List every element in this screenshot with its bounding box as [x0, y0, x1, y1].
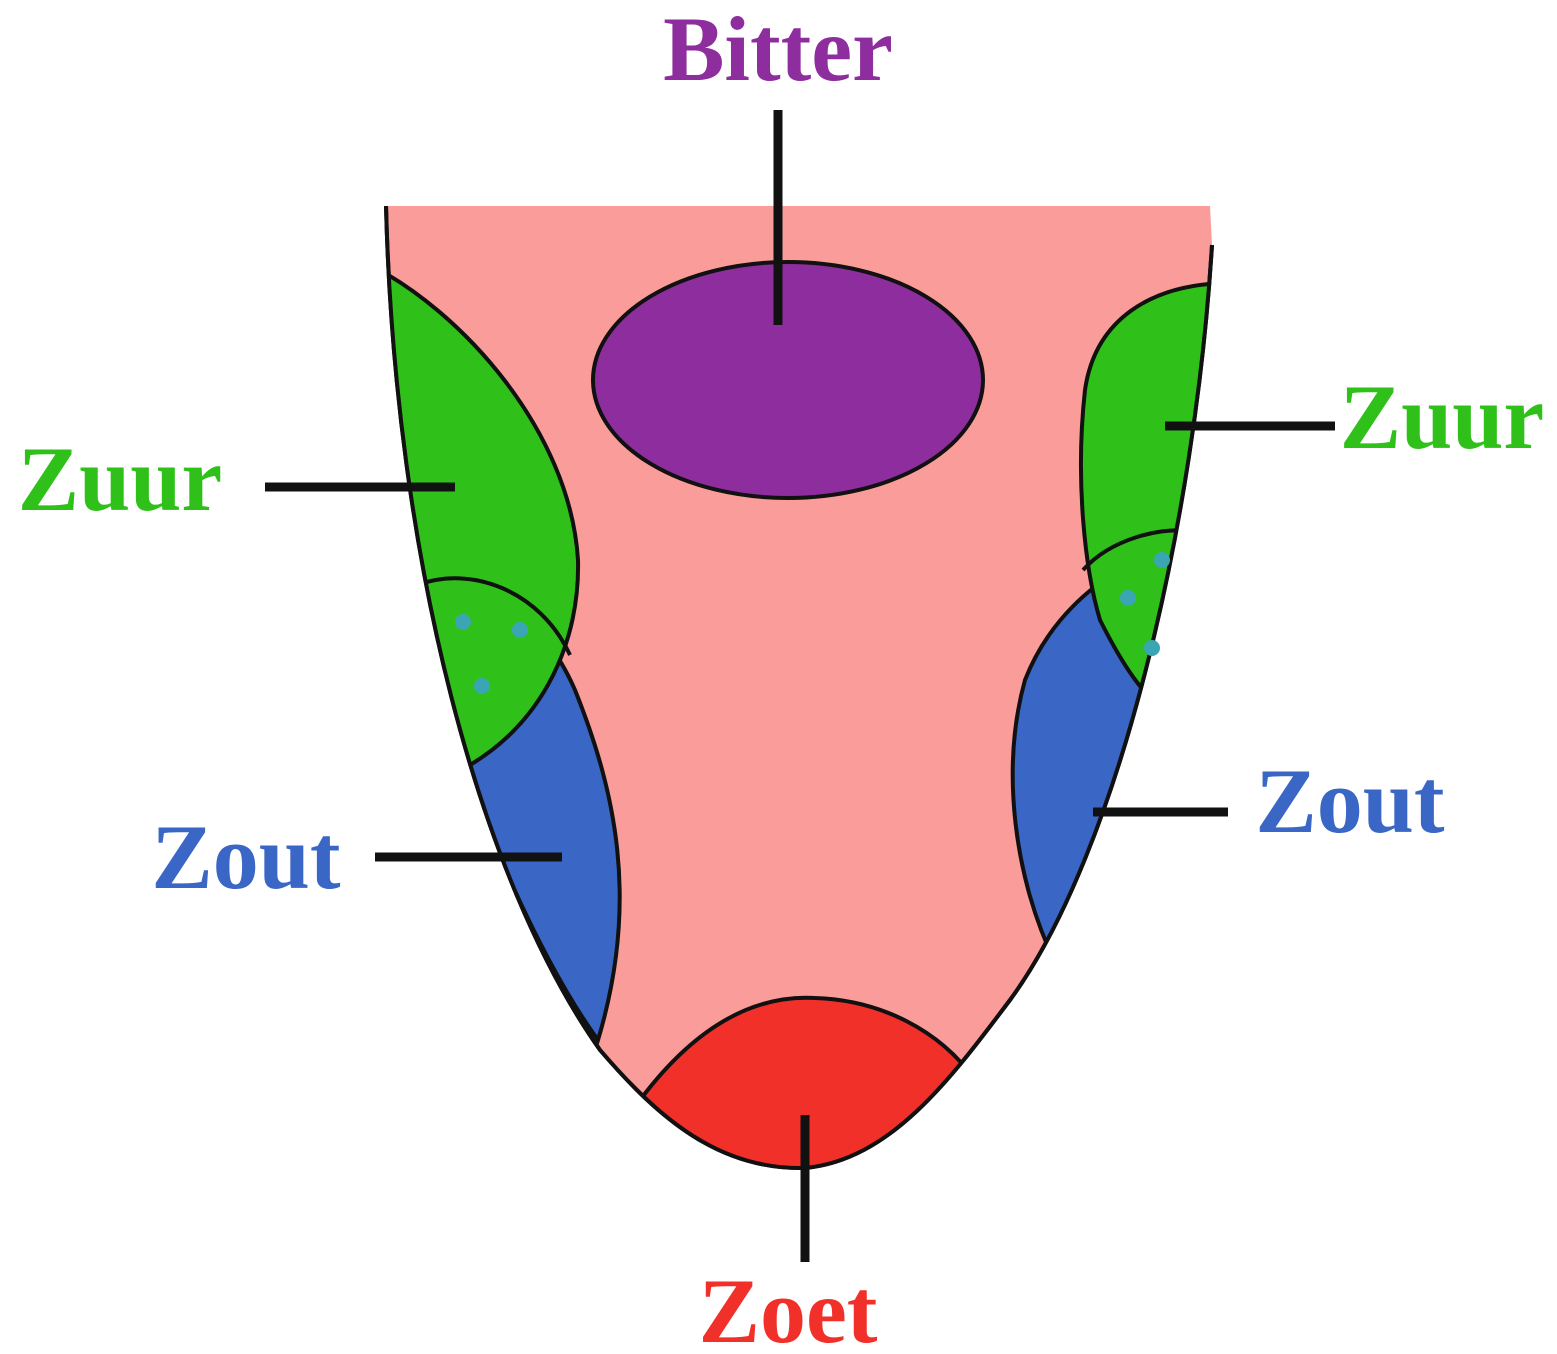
sweet-label: Zoet	[699, 1260, 878, 1354]
bitter-region	[593, 262, 983, 498]
salty-label-right: Zout	[1255, 750, 1445, 852]
sour-label-left: Zuur	[18, 428, 223, 530]
bitter-label: Bitter	[663, 0, 893, 100]
salty-label-left: Zout	[151, 806, 341, 908]
sour-label-right: Zuur	[1340, 366, 1545, 468]
